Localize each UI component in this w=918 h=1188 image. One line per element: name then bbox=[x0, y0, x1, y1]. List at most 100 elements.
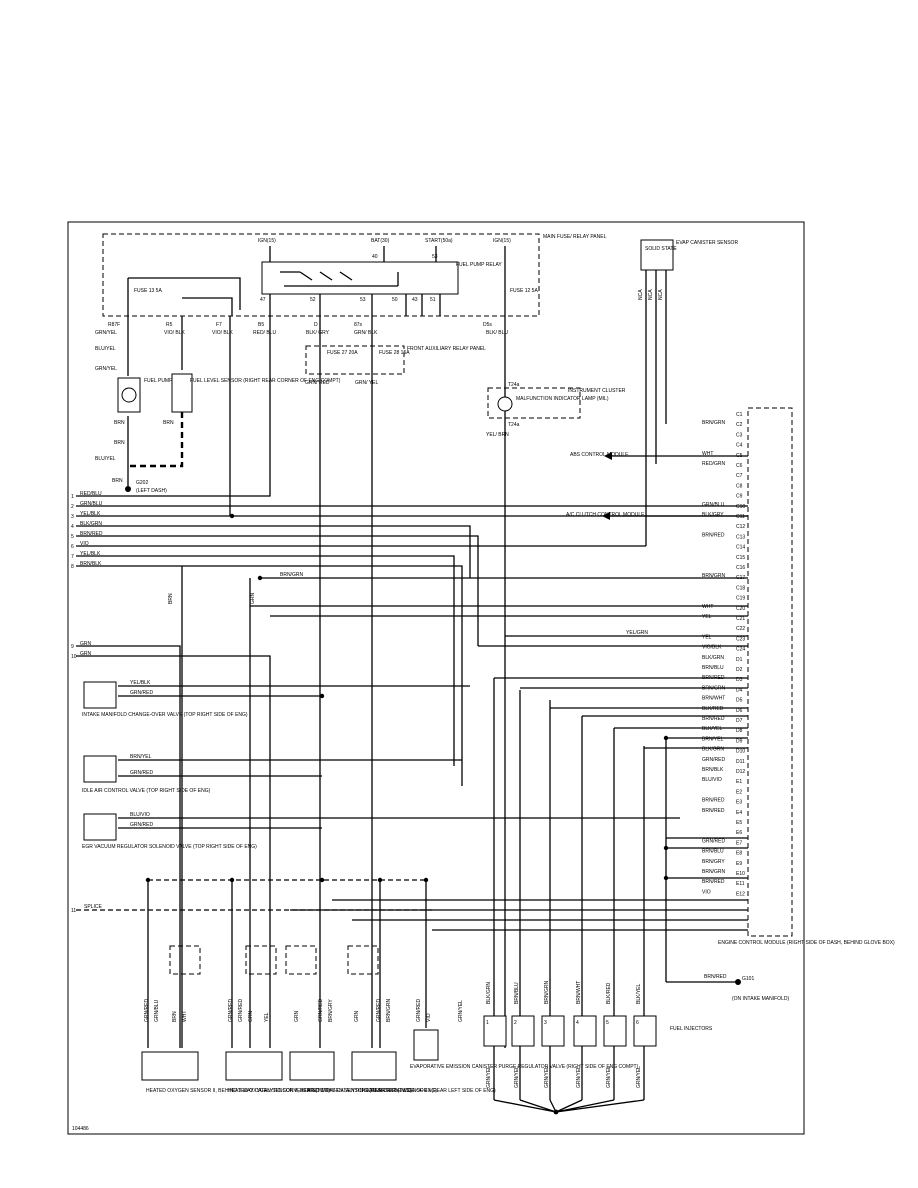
g101-label: G101 bbox=[742, 976, 754, 982]
harness-color: GRN bbox=[80, 651, 92, 657]
main-fuse-relay-panel-box bbox=[102, 233, 540, 317]
ecm-pin-label: C2 bbox=[736, 422, 743, 428]
fuse13-label: FUSE 13 5A bbox=[134, 288, 162, 294]
ecm-pin-label: C1 bbox=[736, 412, 743, 418]
harness-num: 2 bbox=[71, 504, 74, 510]
ecm-pin-label: D11 bbox=[736, 759, 745, 765]
harness-num: 5 bbox=[71, 534, 74, 540]
main-panel-label: MAIN FUSE/ RELAY PANEL bbox=[543, 234, 607, 240]
svg-text:YEL/GRN: YEL/GRN bbox=[626, 630, 648, 636]
ecm-pin-label: D8 bbox=[736, 728, 743, 734]
injector-num: 2 bbox=[514, 1020, 517, 1026]
injector-wire-label: BLK/YEL bbox=[636, 983, 642, 1004]
harness-color: YEL/BLK bbox=[80, 511, 101, 517]
svg-text:D: D bbox=[314, 322, 318, 328]
ho2s-behind-twc-2 bbox=[225, 1051, 283, 1081]
svg-text:51: 51 bbox=[430, 297, 436, 303]
egr-valve-icon bbox=[83, 813, 117, 841]
ecm-pin-wire-color: VIO bbox=[702, 889, 711, 895]
injector-ground-label: GRN/YEL bbox=[486, 1066, 492, 1088]
svg-text:47: 47 bbox=[260, 297, 266, 303]
ecm-pin-label: E7 bbox=[736, 840, 742, 846]
ecm-pin-label: D10 bbox=[736, 749, 745, 755]
svg-text:YEL/BLK: YEL/BLK bbox=[130, 680, 151, 686]
sensor-wire-label: BRN/GRY bbox=[328, 999, 334, 1022]
sensor-wire-label: BRN bbox=[172, 1011, 178, 1022]
ecm-pin-wire-color: BLK/GRN bbox=[702, 747, 724, 753]
fuel-injectors: 1BLK/GRNGRN/YEL2BRN/BLUGRN/YEL3BRN/GRNGR… bbox=[483, 981, 657, 1088]
diagram-frame bbox=[67, 221, 805, 1135]
harness-color: BLK/GRN bbox=[80, 521, 102, 527]
injector-ground-label: GRN/YEL bbox=[544, 1066, 550, 1088]
svg-text:BRN/RED: BRN/RED bbox=[704, 974, 727, 980]
ecm-pin-label: E11 bbox=[736, 881, 745, 887]
ecm-pin-label: D1 bbox=[736, 657, 743, 663]
g202-loc: (LEFT DASH) bbox=[136, 488, 167, 494]
svg-text:GRN/RED: GRN/RED bbox=[130, 822, 153, 828]
ho2s-conn-1 bbox=[169, 945, 201, 975]
svg-text:BLU/YEL: BLU/YEL bbox=[95, 456, 116, 462]
svg-text:43: 43 bbox=[412, 297, 418, 303]
svg-text:87s: 87s bbox=[354, 322, 363, 328]
ecm-pin-label: C16 bbox=[736, 565, 745, 571]
evap-sensor-label: EVAP CANISTER SENSOR bbox=[676, 240, 738, 246]
svg-text:RED/ BLU: RED/ BLU bbox=[253, 330, 276, 336]
ecm-pin-wire-color: BRN/BLU bbox=[702, 849, 724, 855]
evap-valve-label: EVAPORATIVE EMISSION CANISTER PURGE REGU… bbox=[410, 1064, 639, 1070]
svg-text:GRN/ YEL: GRN/ YEL bbox=[355, 380, 378, 386]
start50a-label: START(50a) bbox=[425, 238, 453, 244]
svg-text:D5s: D5s bbox=[483, 322, 492, 328]
svg-text:VIO/ BLK: VIO/ BLK bbox=[212, 330, 234, 336]
ecm-pin-wire-color: BRN/YEL bbox=[702, 736, 724, 742]
injector-num: 5 bbox=[606, 1020, 609, 1026]
sensor-wire-label: BRN/GRN bbox=[386, 999, 392, 1022]
ign15-left-label: IGN(15) bbox=[258, 238, 276, 244]
ecm-pin-wire-color: BRN/GRY bbox=[702, 859, 725, 865]
svg-text:GRN/RED: GRN/RED bbox=[130, 690, 153, 696]
ecm-pin-label: D12 bbox=[736, 769, 745, 775]
svg-text:GRN/YEL: GRN/YEL bbox=[95, 330, 117, 336]
injector-wire-label: BLK/RED bbox=[606, 982, 612, 1004]
ho2s-rr-label: HEATED OXYGEN SENSOR I (REAR RIGHT SIDE … bbox=[300, 1088, 437, 1094]
ecm-pin-label: C18 bbox=[736, 585, 745, 591]
figure-id: 104486 bbox=[72, 1126, 89, 1132]
ecm-pin-label: C6 bbox=[736, 463, 743, 469]
injector-ground-label: GRN/YEL bbox=[514, 1066, 520, 1088]
svg-text:BLK/ BLU: BLK/ BLU bbox=[486, 330, 508, 336]
bat30-label: BAT(30) bbox=[371, 238, 390, 244]
solid-state-label: SOLID STATE bbox=[645, 246, 677, 252]
ecm-pin-label: C19 bbox=[736, 596, 745, 602]
ecm-pin-wire-color: BRN/RED bbox=[702, 808, 725, 814]
injector-wire-label: BRN/BLU bbox=[514, 982, 520, 1004]
svg-text:GRN: GRN bbox=[250, 593, 256, 605]
ecm-pin-label: C13 bbox=[736, 534, 745, 540]
harness-color: YEL/BLK bbox=[80, 551, 101, 557]
ecm-pin-label: D2 bbox=[736, 667, 743, 673]
ho2s-conn-3 bbox=[285, 945, 317, 975]
ecm-pin-label: C3 bbox=[736, 432, 743, 438]
injectors-label: FUEL INJECTORS bbox=[670, 1026, 713, 1032]
ecm-pin-wire-color: GRN/RED bbox=[702, 757, 725, 763]
g202-label: G202 bbox=[136, 480, 148, 486]
ecm-pin-wire-color: BRN/GRN bbox=[702, 869, 725, 875]
ecm-pin-label: C15 bbox=[736, 555, 745, 561]
svg-text:VIO/ BLK: VIO/ BLK bbox=[164, 330, 186, 336]
svg-text:BLU/YEL: BLU/YEL bbox=[95, 346, 116, 352]
fuel-pump-relay-box bbox=[261, 261, 459, 295]
svg-text:GRN/YEL: GRN/YEL bbox=[95, 366, 117, 372]
harness-num: 7 bbox=[71, 554, 74, 560]
t24a-bot: T24a bbox=[508, 422, 520, 428]
fuel-level-sensor-label: FUEL LEVEL SENSOR (RIGHT REAR CORNER OF … bbox=[190, 378, 341, 384]
fuse28-label: FUSE 28 15A bbox=[379, 350, 410, 356]
injector-coil bbox=[541, 1015, 565, 1047]
harness-color: BRN/BLK bbox=[80, 561, 102, 567]
svg-text:NCA: NCA bbox=[638, 289, 644, 300]
sensor-wire-label: GRN/BLU bbox=[154, 999, 160, 1022]
ecm-pin-wire-color: GRN/BLU bbox=[702, 502, 725, 508]
svg-text:NCA: NCA bbox=[658, 289, 664, 300]
ecm-pin-wire-color: BRN/GRN bbox=[702, 420, 725, 426]
injector-coil bbox=[573, 1015, 597, 1047]
ecm-pin-label: C7 bbox=[736, 473, 743, 479]
